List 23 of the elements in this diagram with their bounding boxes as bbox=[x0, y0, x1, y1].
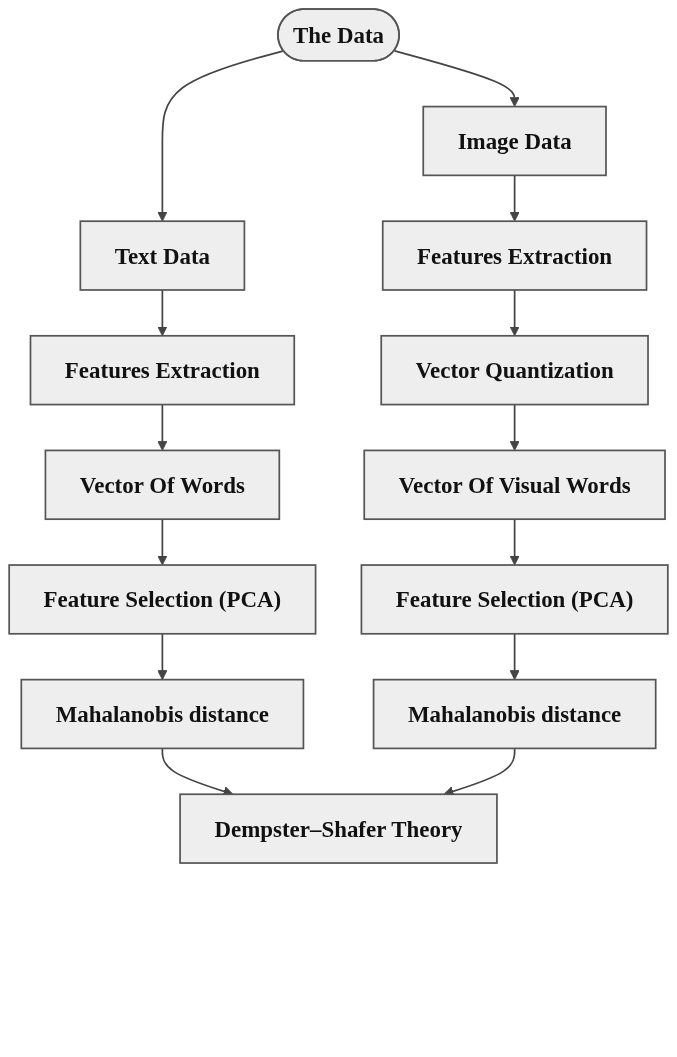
arrow bbox=[509, 518, 520, 566]
arrow bbox=[509, 403, 520, 451]
arrow bbox=[509, 632, 520, 681]
arrow bbox=[509, 174, 520, 222]
arrow bbox=[157, 403, 168, 451]
arrow bbox=[509, 289, 520, 337]
node-box: Vector Quantization bbox=[380, 334, 649, 406]
node-box: Feature Selection (PCA) bbox=[8, 564, 317, 635]
node-box: Features Extraction bbox=[29, 334, 296, 406]
node-box: Mahalanobis distance bbox=[20, 678, 305, 750]
node-box: Vector Of Visual Words bbox=[363, 449, 666, 521]
arrow bbox=[157, 289, 168, 337]
arrow bbox=[157, 632, 168, 681]
node-box: Features Extraction bbox=[381, 220, 648, 291]
arrow bbox=[157, 50, 285, 222]
node-box: Vector Of Words bbox=[44, 449, 281, 521]
arrow bbox=[393, 50, 520, 108]
node-box: Feature Selection (PCA) bbox=[360, 564, 669, 635]
arrow bbox=[157, 518, 168, 566]
node-box: Image Data bbox=[422, 105, 607, 177]
node-box: Mahalanobis distance bbox=[372, 678, 657, 750]
node-box: Text Data bbox=[79, 220, 246, 291]
node-box: Dempster–Shafer Theory bbox=[179, 793, 498, 864]
